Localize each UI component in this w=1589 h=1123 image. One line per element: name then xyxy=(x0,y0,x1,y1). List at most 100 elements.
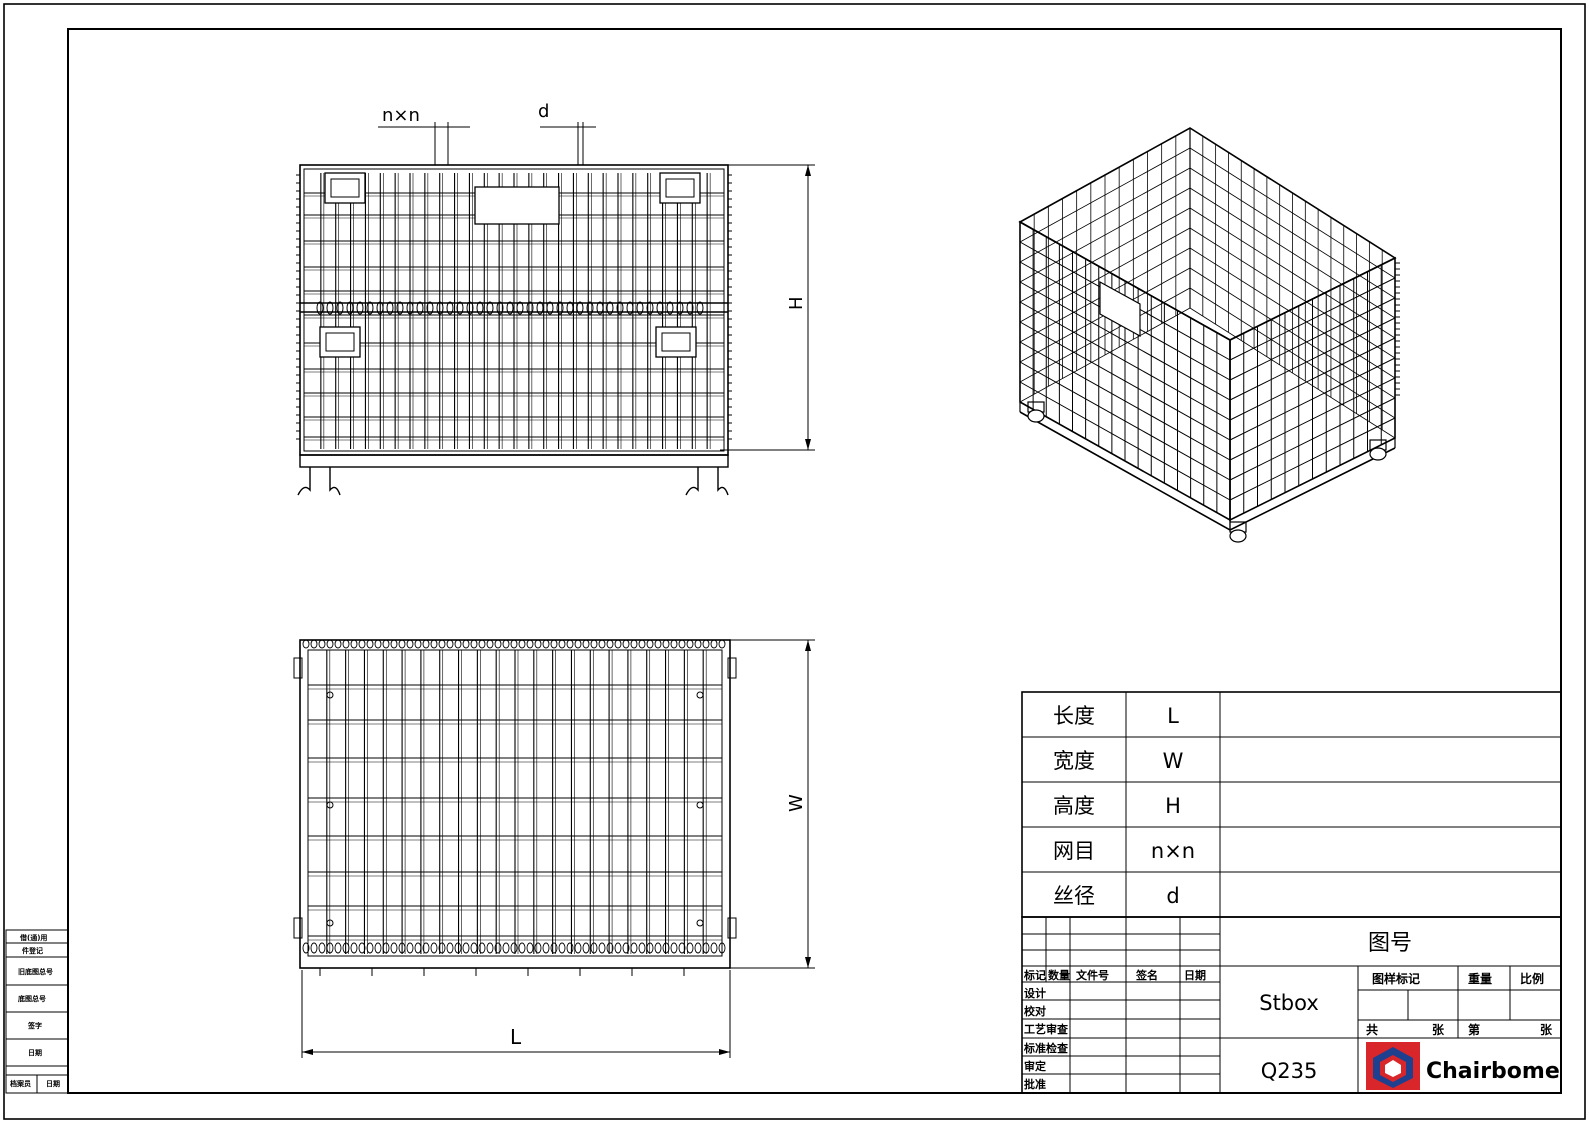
hinge-coil xyxy=(616,301,624,315)
length-label: L xyxy=(510,1025,522,1049)
bottom-coil xyxy=(670,942,678,954)
bottom-coil xyxy=(438,942,446,954)
top-coil xyxy=(486,639,494,649)
top-coil xyxy=(662,639,670,649)
hinge-coil xyxy=(326,301,334,315)
iso-caster-wheel xyxy=(1027,409,1045,423)
iso-front-horizontal xyxy=(1019,361,1231,481)
bottom-coil xyxy=(446,942,454,954)
side-clip xyxy=(727,657,737,679)
top-coil xyxy=(310,639,318,649)
bottom-coil xyxy=(614,942,622,954)
hinge-coil xyxy=(556,301,564,315)
hinge-coil xyxy=(316,301,324,315)
top-coil xyxy=(718,639,726,649)
iso-right-horizontal xyxy=(1229,397,1396,481)
hinge-coil xyxy=(566,301,574,315)
top-coil xyxy=(350,639,358,649)
iso-top-rim xyxy=(1018,127,1397,341)
iso-back-right-horizontal xyxy=(1189,207,1396,339)
latch-inner xyxy=(330,178,360,198)
top-coil xyxy=(518,639,526,649)
hinge-coil xyxy=(526,301,534,315)
bottom-coil xyxy=(574,942,582,954)
rev-header-qty: 数量 xyxy=(1048,968,1070,982)
logo-text: Chairbome xyxy=(1426,1059,1560,1084)
hinge-coil xyxy=(666,301,674,315)
top-coil xyxy=(398,639,406,649)
latch xyxy=(324,172,366,204)
bolt-hole xyxy=(326,691,334,699)
approval-check: 校对 xyxy=(1024,1004,1046,1018)
inner-frame xyxy=(67,28,1562,1094)
sheet-no-label: 第 xyxy=(1468,1022,1480,1037)
hinge-coil xyxy=(436,301,444,315)
outer-border xyxy=(3,3,1586,1120)
bottom-coil xyxy=(710,942,718,954)
bolt-hole xyxy=(326,919,334,927)
front-view xyxy=(296,164,732,496)
rev-header-doc: 文件号 xyxy=(1076,968,1109,982)
bottom-coil xyxy=(678,942,686,954)
hinge-coil xyxy=(486,301,494,315)
top-coil xyxy=(470,639,478,649)
top-coil xyxy=(638,639,646,649)
bottom-coil xyxy=(390,942,398,954)
spec-label-height: 高度 xyxy=(1053,794,1095,818)
side-registration-block: 借(通)用 件登记 旧底图总号 底图总号 签字 日期 档案员 日期 xyxy=(5,929,69,1094)
hinge-coil xyxy=(516,301,524,315)
bottom-coil xyxy=(478,942,486,954)
bottom-coil xyxy=(582,942,590,954)
material: Q235 xyxy=(1261,1059,1318,1083)
iso-back-left-horizontal xyxy=(1019,187,1191,283)
hinge-coil xyxy=(496,301,504,315)
top-coil xyxy=(438,639,446,649)
latch xyxy=(659,172,701,204)
iso-back-right-horizontal xyxy=(1189,227,1396,359)
isometric-view xyxy=(1018,127,1400,543)
hinge-coil xyxy=(606,301,614,315)
bottom-coil xyxy=(470,942,478,954)
iso-front-horizontal xyxy=(1019,381,1231,501)
spec-value-mesh: n×n xyxy=(1151,839,1195,863)
top-coil xyxy=(702,639,710,649)
bottom-coil xyxy=(366,942,374,954)
top-coil xyxy=(622,639,630,649)
side-row-old-no: 旧底图总号 xyxy=(18,967,53,976)
bottom-coil xyxy=(702,942,710,954)
hinge-coil xyxy=(406,301,414,315)
bottom-coil xyxy=(422,942,430,954)
latch xyxy=(319,326,361,358)
latch-inner xyxy=(325,332,355,352)
bottom-coil xyxy=(558,942,566,954)
hinge-coil xyxy=(636,301,644,315)
rev-header-sign: 签名 xyxy=(1135,968,1158,982)
top-coil xyxy=(574,639,582,649)
iso-back-left-horizontal xyxy=(1019,207,1191,303)
top-coil xyxy=(382,639,390,649)
bottom-coil xyxy=(430,942,438,954)
iso-right-horizontal xyxy=(1229,297,1396,381)
top-coil xyxy=(494,639,502,649)
hinge-coil xyxy=(476,301,484,315)
hinge-coil xyxy=(506,301,514,315)
top-coil xyxy=(358,639,366,649)
rev-header-date: 日期 xyxy=(1184,968,1206,982)
spec-value-length: L xyxy=(1167,704,1179,728)
top-coil xyxy=(686,639,694,649)
iso-caster-wheel xyxy=(1369,447,1387,461)
top-coil xyxy=(366,639,374,649)
top-coil xyxy=(550,639,558,649)
total-label: 共 xyxy=(1366,1022,1378,1037)
iso-front-horizontal xyxy=(1019,321,1231,441)
approval-process: 工艺审查 xyxy=(1024,1022,1068,1036)
rev-header-mark: 标记 xyxy=(1023,968,1046,982)
bottom-coil xyxy=(510,942,518,954)
top-coil xyxy=(302,639,310,649)
hinge-coil xyxy=(676,301,684,315)
top-coil xyxy=(542,639,550,649)
top-coil xyxy=(430,639,438,649)
top-coil xyxy=(566,639,574,649)
side-row-base-no: 底图总号 xyxy=(18,994,46,1003)
